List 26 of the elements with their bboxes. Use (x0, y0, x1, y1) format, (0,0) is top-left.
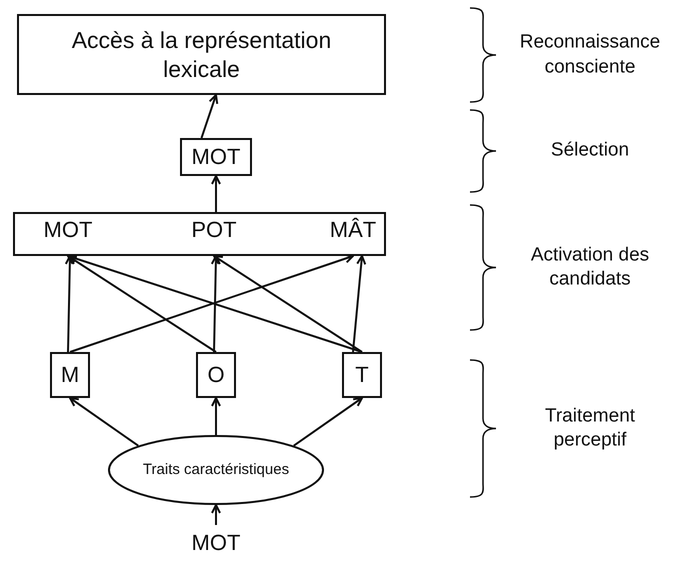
stage-label: Sélection (550, 138, 630, 163)
arrow (352, 255, 366, 352)
selected-word-box: MOT (180, 138, 252, 176)
arrow (64, 255, 75, 352)
input-word: MOT (181, 525, 251, 561)
candidate-word: MÂT (313, 212, 393, 252)
arrow (211, 175, 221, 212)
letter-box: T (342, 352, 382, 398)
stage-label: Traitement perceptif (544, 404, 636, 452)
arrow (69, 397, 139, 447)
candidate-box (13, 212, 386, 256)
arrow (293, 397, 363, 447)
letter-box: O (196, 352, 236, 398)
stage-label: Reconnaissance consciente (518, 30, 662, 79)
process-box: Accès à la représentation lexicale (17, 14, 386, 95)
letter-box: M (50, 352, 90, 398)
arrow (67, 255, 217, 353)
arrow (213, 255, 363, 353)
candidate-word: POT (174, 212, 254, 252)
stage-label: Activation des candidats (530, 242, 650, 292)
arrow (211, 504, 221, 525)
feature-ellipse: Traits caractéristiques (108, 435, 324, 505)
arrow (200, 94, 218, 138)
arrow (211, 397, 221, 435)
candidate-word: MOT (28, 212, 108, 252)
arrow (210, 255, 221, 352)
